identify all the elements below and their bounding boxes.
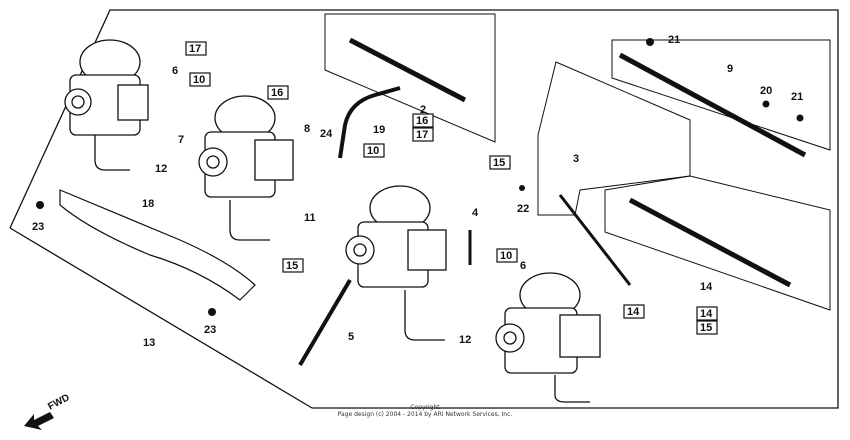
panel-part-14: [604, 175, 831, 311]
label-23b: 23: [204, 324, 216, 336]
boxed-label-17a: 17: [185, 41, 207, 56]
label-2: 2: [420, 104, 426, 116]
label-6a: 6: [172, 65, 178, 77]
bracket-part-18: [59, 189, 256, 301]
label-12a: 12: [155, 163, 167, 175]
boxed-label-15a: 15: [489, 155, 511, 170]
fasteners: [36, 38, 804, 316]
svg-text:14: 14: [700, 308, 713, 320]
label-7: 7: [178, 134, 184, 146]
frame-bottom-diagonal: [9, 227, 313, 409]
boxed-label-15b: 15: [282, 258, 304, 273]
panel-part-9: [611, 39, 831, 151]
svg-text:15: 15: [286, 260, 298, 272]
label-21b: 21: [791, 91, 803, 103]
svg-text:17: 17: [189, 43, 201, 55]
shaft-part-9: [618, 52, 807, 158]
label-9: 9: [727, 63, 733, 75]
shaft-part-2: [348, 37, 467, 103]
label-3: 3: [573, 153, 579, 165]
boxed-label-15c: 15: [696, 320, 718, 335]
label-14a: 14: [700, 281, 713, 293]
boxed-label-10c: 10: [496, 248, 518, 263]
svg-text:17: 17: [416, 129, 428, 141]
footer-copyright: Copyright: [410, 404, 440, 411]
boxed-label-10b: 10: [363, 143, 385, 158]
panel-part-2: [324, 13, 496, 143]
label-13: 13: [143, 337, 155, 349]
shaft-part-14: [628, 197, 792, 288]
carburetor-1: [64, 39, 149, 171]
svg-text:10: 10: [367, 145, 379, 157]
svg-text:14: 14: [627, 306, 640, 318]
boxed-label-10a: 10: [189, 72, 211, 87]
label-19: 19: [373, 124, 385, 136]
label-21a: 21: [668, 34, 680, 46]
svg-text:15: 15: [493, 157, 505, 169]
label-5: 5: [348, 331, 354, 343]
rod-part-5: [298, 278, 352, 367]
svg-text:16: 16: [271, 87, 283, 99]
boxed-label-17b: 17: [412, 127, 434, 142]
svg-text:16: 16: [416, 115, 428, 127]
boxed-label-14b: 14: [623, 304, 645, 319]
boxed-label-14c: 14: [696, 306, 718, 321]
label-8: 8: [304, 123, 310, 135]
label-22: 22: [517, 203, 529, 215]
label-6b: 6: [520, 260, 526, 272]
tube-part-19: [338, 86, 401, 159]
rod-part-22: [558, 194, 632, 286]
label-11: 11: [304, 212, 316, 224]
fwd-arrow-icon: FWD: [24, 392, 72, 430]
label-20: 20: [760, 85, 772, 97]
label-23a: 23: [32, 221, 44, 233]
svg-text:15: 15: [700, 322, 712, 334]
carburetor-2: [198, 95, 294, 241]
footer-page-design: Page design (c) 2004 - 2014 by ARI Netwo…: [337, 411, 513, 418]
boxed-label-16b: 16: [412, 113, 434, 128]
label-18: 18: [142, 198, 154, 210]
label-4: 4: [472, 207, 479, 219]
panel-part-3: [537, 61, 691, 216]
boxed-label-16a: 16: [267, 85, 289, 100]
carburetor-3: [345, 185, 447, 341]
svg-text:10: 10: [500, 250, 512, 262]
label-12b: 12: [459, 334, 471, 346]
svg-text:10: 10: [193, 74, 205, 86]
label-24: 24: [320, 128, 333, 140]
carburetor-4: [495, 272, 601, 403]
